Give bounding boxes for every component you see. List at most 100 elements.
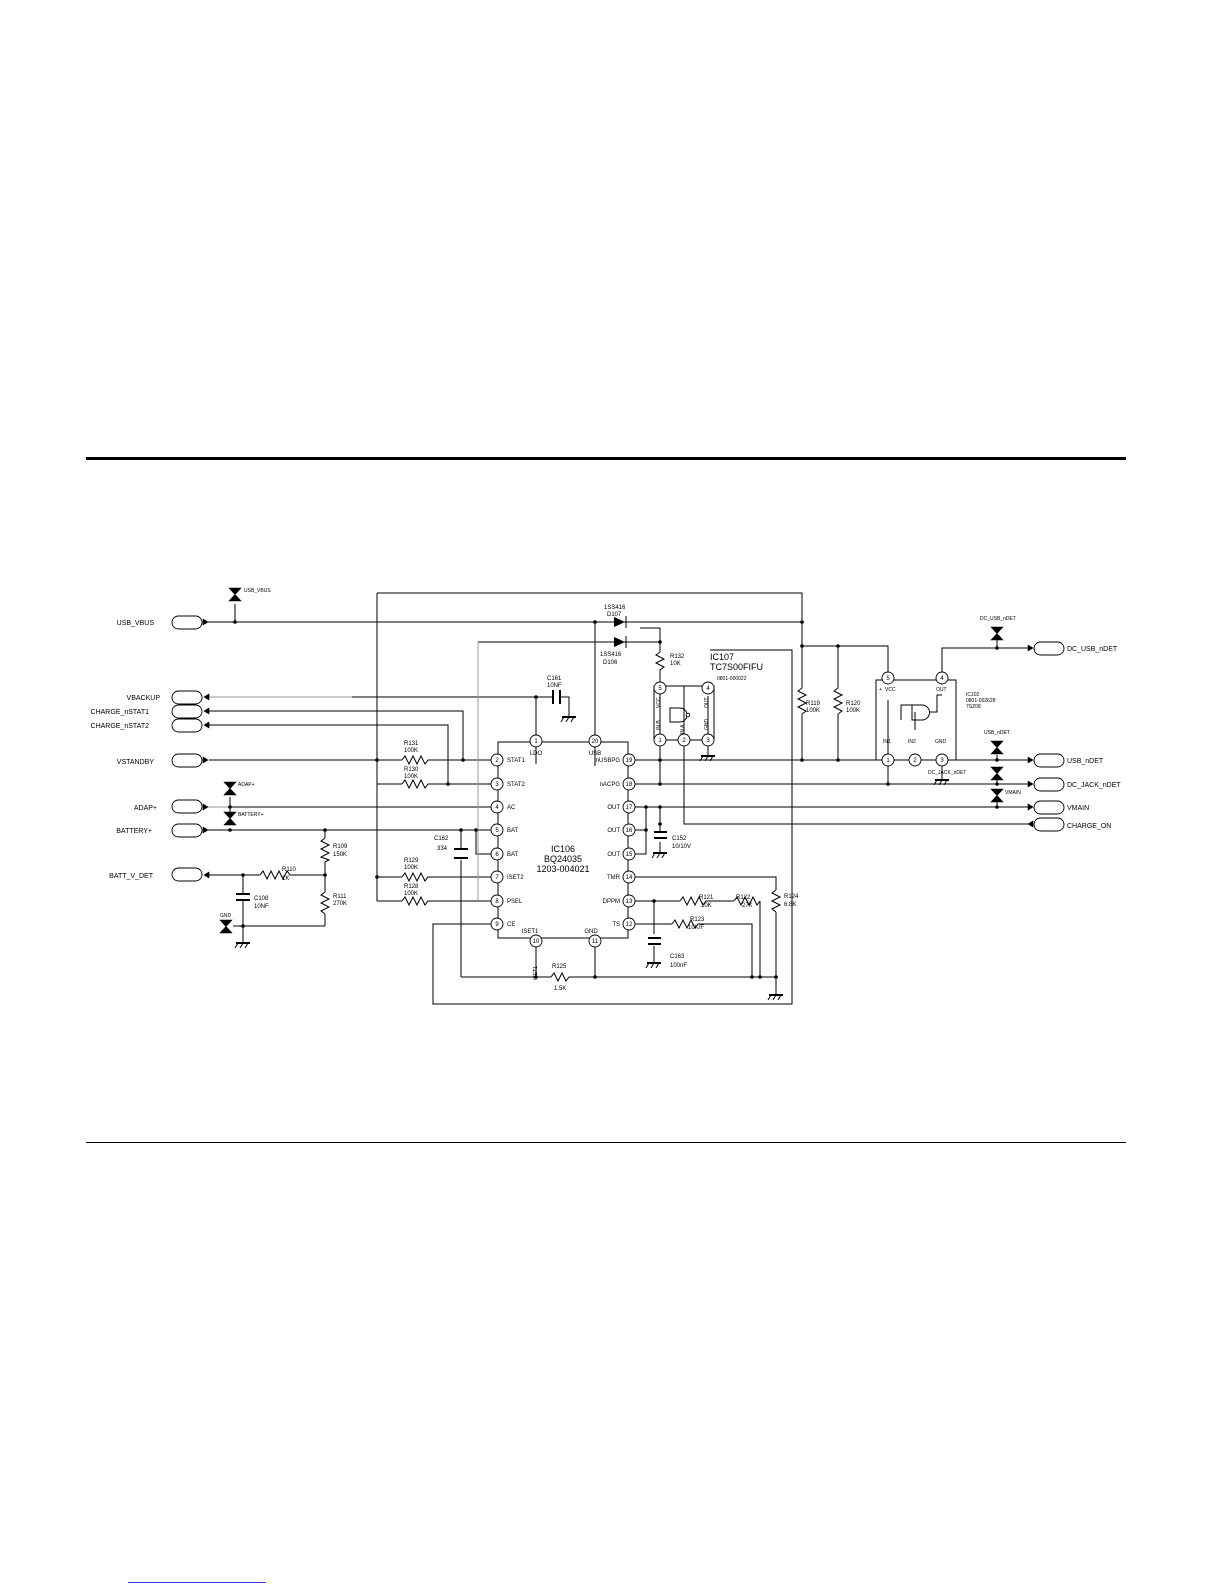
top-rule [86,457,1126,460]
testpoint-usb-ndet[interactable]: USB_nDET [984,730,1010,755]
svg-text:R123: R123 [690,917,705,923]
footer-link-underline[interactable] [128,1582,266,1583]
svg-text:5: 5 [886,676,890,682]
svg-text:OUT: OUT [936,687,947,693]
svg-text:5: 5 [495,828,499,834]
svg-text:1: 1 [886,758,890,764]
svg-text:R121: R121 [699,895,714,901]
ic102: IC102 0801-002628 7SZ08 5 4 1 2 3 + VCC … [875,671,996,767]
svg-text:6: 6 [495,852,499,858]
svg-text:C161: C161 [547,676,562,682]
svg-text:100K: 100K [806,708,820,714]
svg-text:15: 15 [626,852,633,858]
left-port-charge-nstat2[interactable]: CHARGE_nSTAT2 [91,718,210,733]
svg-text:R132: R132 [670,654,685,660]
svg-text:1SS416: 1SS416 [604,605,626,611]
svg-text:CE: CE [507,922,515,928]
svg-text:R125: R125 [552,964,567,970]
svg-text:R122: R122 [736,895,751,901]
svg-text:4: 4 [940,676,944,682]
svg-text:16: 16 [626,828,633,834]
ic107-part: TC7S00FIFU [710,662,763,672]
svg-text:100nF: 100nF [670,963,687,969]
ground-icon [560,716,576,723]
svg-text:19: 19 [626,758,633,764]
left-port-charge-nstat1[interactable]: CHARGE_nSTAT1 [91,704,210,719]
svg-text:4: 4 [706,686,710,692]
svg-text:DC_USB_nDET: DC_USB_nDET [980,616,1016,622]
testpoint-usb-vbus[interactable]: USB_VBUS [228,587,271,602]
port-label: CHARGE_ON [1067,823,1111,830]
svg-text:D107: D107 [607,612,622,618]
svg-text:10K: 10K [670,661,681,667]
svg-text:nACPG: nACPG [600,782,621,788]
svg-text:9: 9 [495,922,499,928]
svg-text:10NF: 10NF [547,683,562,689]
svg-text:C162: C162 [434,836,449,842]
svg-text:R130: R130 [404,767,419,773]
svg-text:GND: GND [584,929,598,935]
svg-text:OUT: OUT [607,828,620,834]
svg-text:7SZ08: 7SZ08 [966,704,981,710]
svg-text:nUSBPG: nUSBPG [596,758,621,764]
svg-text:USB_VBUS: USB_VBUS [244,588,271,594]
svg-text:IN1: IN1 [883,739,891,745]
testpoint-dc-jack-ndet[interactable]: DC_JACK_nDET [928,766,1004,781]
right-port-usb-ndet[interactable]: USB_nDET [1027,753,1104,768]
svg-text:IN2: IN2 [908,739,916,745]
left-port-vstandby[interactable]: VSTANDBY [117,753,209,768]
svg-text:100K: 100K [404,748,418,754]
iset1-net-label: ISET1 [533,966,539,980]
svg-text:R131: R131 [404,741,419,747]
svg-text:GND: GND [704,719,710,731]
svg-text:334: 334 [437,846,448,852]
svg-text:+: + [879,687,882,693]
testpoint-gnd[interactable]: GND [219,913,233,934]
port-label: USB_VBUS [117,620,155,627]
port-label: CHARGE_nSTAT1 [91,709,150,716]
svg-text:1: 1 [658,738,662,744]
right-port-charge-on[interactable]: CHARGE_ON [1027,817,1111,832]
left-port-usb-vbus[interactable]: USB_VBUS [117,615,209,630]
svg-text:100K: 100K [404,891,418,897]
testpoint-dc-usb-ndet[interactable]: DC_USB_nDET [980,616,1016,641]
svg-text:USB: USB [589,751,601,757]
svg-text:VMAIN: VMAIN [1005,790,1021,796]
svg-text:BAT: BAT [507,828,519,834]
port-label: ADAP+ [134,805,157,812]
svg-text:VCC: VCC [885,687,896,693]
ic107-code: 0801-000022 [717,676,747,682]
svg-text:BAT: BAT [507,852,519,858]
svg-text:C152: C152 [672,836,687,842]
testpoint-vmain[interactable]: VMAIN [990,788,1021,803]
ic107-ref: IC107 [710,652,734,662]
svg-text:20: 20 [592,739,599,745]
svg-text:R128: R128 [404,884,419,890]
svg-text:11: 11 [592,939,599,945]
left-port-battery[interactable]: BATTERY+ [116,823,209,838]
left-port-adap[interactable]: ADAP+ [134,799,209,814]
svg-text:TS: TS [612,922,620,928]
ic107: IC107 TC7S00FIFU 0801-000022 5 4 1 2 3 I… [653,652,763,747]
right-port-vmain[interactable]: VMAIN [1027,800,1089,815]
right-port-dc-usb-ndet[interactable]: DC_USB_nDET [1027,641,1118,656]
svg-text:10K: 10K [701,903,712,909]
port-label: DC_JACK_nDET [1067,782,1121,789]
testpoint-adap[interactable]: ADAP+ [223,781,255,796]
left-port-vbackup[interactable]: VBACKUP [127,690,210,705]
port-label: DC_USB_nDET [1067,646,1118,653]
left-port-batt-v-det[interactable]: BATT_V_DET [109,867,210,882]
port-label: VBACKUP [127,695,161,702]
svg-text:270K: 270K [333,901,347,907]
svg-text:ADAP+: ADAP+ [238,782,255,788]
ground-icon [234,942,250,949]
ground-symbols [234,716,949,1001]
testpoint-battery[interactable]: BATTERY+ [223,811,264,826]
right-port-dc-jack-ndet[interactable]: DC_JACK_nDET [1027,777,1121,792]
port-label: USB_nDET [1067,758,1104,765]
svg-text:14: 14 [626,875,633,881]
ground-icon [699,755,715,762]
